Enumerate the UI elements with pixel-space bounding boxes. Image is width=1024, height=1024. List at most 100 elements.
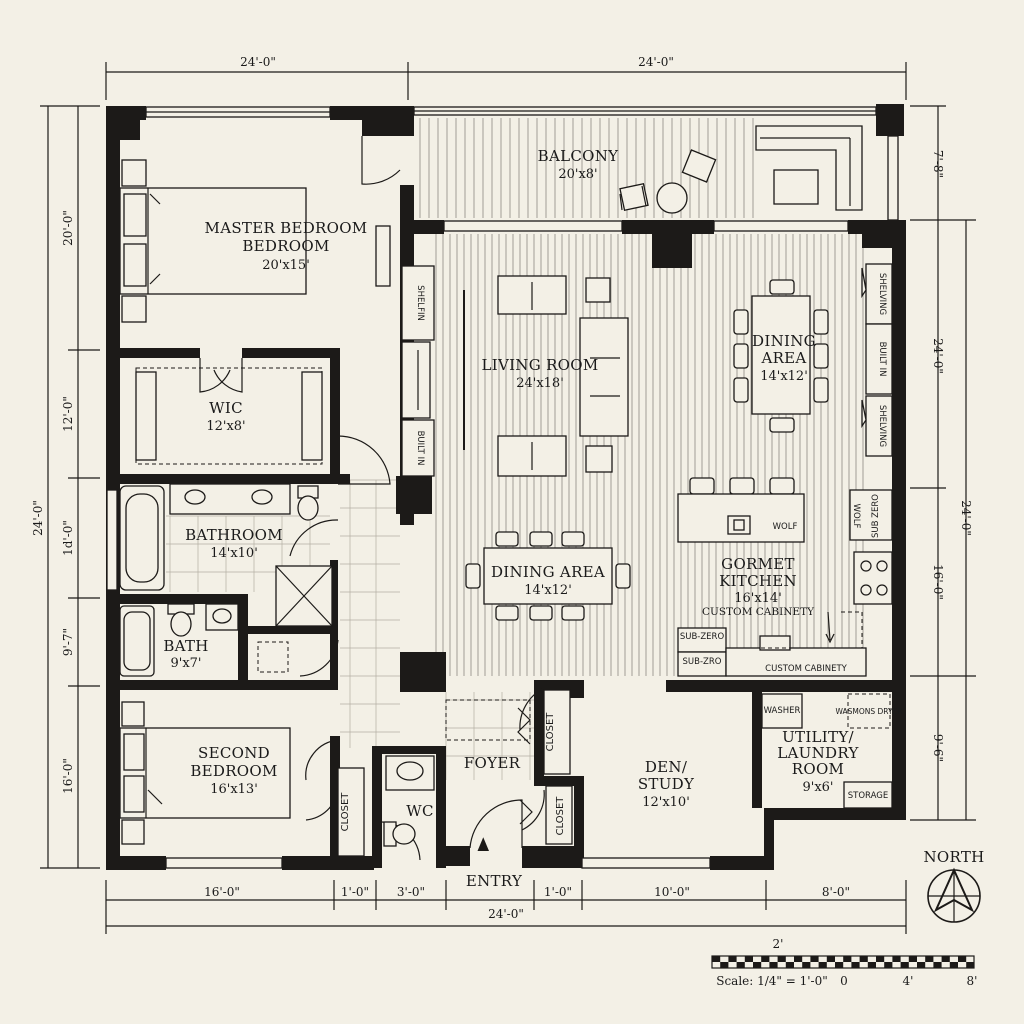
utility-label: UTILITY/ [782,728,854,746]
wic-label: WIC [209,399,243,417]
dim-bottom-total: 24'-0" [488,907,524,921]
bathroom-size: 14'x10' [210,546,258,561]
living-furniture [463,275,629,477]
bath-label: BATH [163,637,208,655]
second-bedroom-label-2: BEDROOM [190,762,277,780]
north-label: NORTH [923,848,984,866]
washer-label: WASHER [764,706,801,716]
dim-bottom-5: 10'-0" [654,885,690,899]
scale-bar: 2' Scale: 1/4" = 1'-0" 0 4' 8' [711,937,978,988]
dim-left-4: 9'-7" [61,628,75,656]
utility-label-3: ROOM [792,760,844,778]
kitchen-note: CUSTOM CABINETY [702,606,815,618]
dim-bottom-4: 1'-0" [544,885,572,899]
built-in-label-2: BUILT IN [877,342,887,377]
dining-left-label: DINING AREA [491,563,605,581]
storage-label: STORAGE [848,791,888,801]
wolf-label-2: WOLF [851,504,861,529]
dim-right-4: 16'-0" [931,564,945,600]
dim-left-1: 20'-0" [61,210,75,246]
dim-bottom-1: 16'-0" [204,885,240,899]
scale-text: Scale: 1/4" = 1'-0" [716,974,828,988]
windows [106,106,899,869]
dimension-lines [40,62,976,934]
dining-right-size: 14'x12' [760,369,808,384]
dim-right-1: 7'-8" [931,150,945,178]
kitchen-fixtures [677,477,893,677]
built-in-label: BUILT IN [415,431,425,466]
balcony-furniture [619,125,863,214]
closet-label-2: CLOSET [545,712,556,752]
den-label-2: STUDY [638,775,695,793]
dim-right-5: 9'-6" [931,734,945,762]
foyer-details [337,689,573,857]
dim-left-3: 1d'-0" [61,520,75,556]
living-room-label: LIVING ROOM [481,356,598,374]
scale-tick-8: 8' [967,974,978,988]
dim-bottom-2: 1'-0" [341,885,369,899]
scale-tick-0: 0 [840,974,848,988]
scale-tick-2: 2' [773,937,784,951]
kitchen-label-2: KITCHEN [719,572,797,590]
shelfin-label-1: SHELFIN [415,285,425,321]
second-bedroom-label: SECOND [198,744,270,762]
balcony-deck-texture [419,118,754,218]
dim-bottom-3: 3'-0" [397,885,425,899]
den-label: DEN/ [645,758,688,776]
master-bed [119,159,391,323]
closet-label-1: CLOSET [340,792,351,832]
dim-top-left: 24'-0" [240,55,276,69]
hall-tile-texture [340,479,534,780]
master-bedroom-size: 20'x15' [262,258,310,273]
dim-bottom-6: 8'-0" [822,885,850,899]
wic-size: 12'x8' [206,419,245,434]
entry-label: ENTRY [466,872,523,890]
utility-fixtures [761,693,893,809]
master-bedroom-label-2: BEDROOM [242,237,329,255]
dining-left-size: 14'x12' [524,583,572,598]
dining-right-label: DINING [752,332,816,350]
entry-arrow-icon [477,837,489,851]
balcony-label: BALCONY [538,147,620,165]
north-compass: NORTH [923,848,984,923]
dimension-labels: 24'-0" 24'-0" 20'-0" 12'-0" 1d'-0" 9'-7"… [31,55,973,921]
second-bed [119,701,291,845]
shelving-label-2: SHELVING [877,405,887,447]
sub-zero-label-1: SUB ZERO [871,494,881,538]
den-size: 12'x10' [642,795,690,810]
bath-size: 9'x7' [170,656,201,671]
balcony-size: 20'x8' [558,167,597,182]
wolf-label-1: WOLF [773,522,798,532]
bathroom-label: BATHROOM [185,526,283,544]
kitchen-label: GORMET [721,555,795,573]
sub-zero-label-2: SUB-ZERO [680,632,725,642]
room-labels: MASTER BEDROOM BEDROOM 20'x15' BALCONY 2… [163,147,859,890]
dim-right-2: 24'-0" [931,338,945,374]
dim-right-3: 24'-0" [959,500,973,536]
shelving-label-1: SHELVING [877,273,887,315]
living-room-size: 24'x18' [516,376,564,391]
master-bedroom-label: MASTER BEDROOM [205,219,368,237]
wc-label: WC [406,802,434,820]
foyer-label: FOYER [464,754,521,772]
scale-tick-4: 4' [903,974,914,988]
wic-shelving [135,367,323,465]
kitchen-size: 16'x14' [734,591,782,606]
dim-top-right: 24'-0" [638,55,674,69]
dim-left-2: 12'-0" [61,396,75,432]
fixture-labels: SHELFIN BUILT IN SHELVING BUILT IN SHELV… [340,273,903,836]
utility-label-2: LAUNDRY [777,744,859,762]
bathroom-fixtures [119,483,333,677]
dining-table-right [733,263,893,457]
utility-size: 9'x6' [802,780,833,795]
dim-left-outer: 24'-0" [31,500,45,536]
dim-left-5: 16'-0" [61,758,75,794]
wc-fixtures [383,755,435,847]
washer-dryer-label: WASMONS DRYER [835,707,902,716]
dining-table-left [465,531,631,621]
sub-zero-label-3: SUB-ZRO [683,657,722,667]
living-builtins [401,265,435,477]
closet-label-3: CLOSET [555,796,566,836]
second-bedroom-size: 16'x13' [210,782,258,797]
